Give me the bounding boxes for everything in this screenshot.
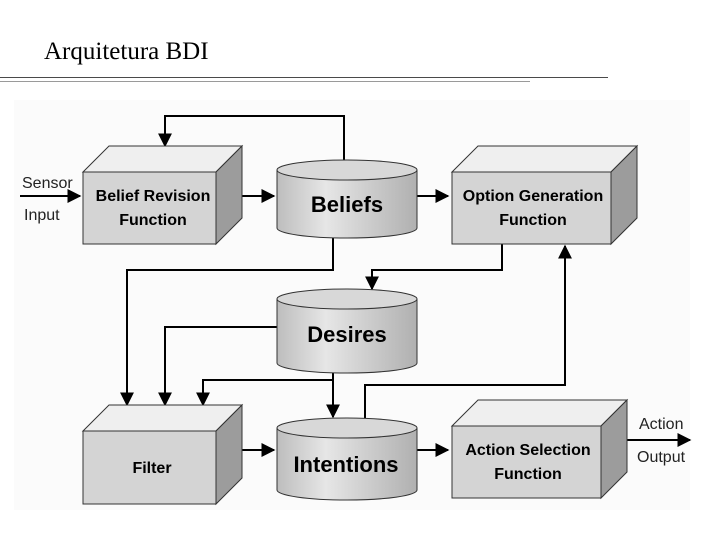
arrow-beliefs-to-filter <box>120 236 334 407</box>
filter-box: Filter <box>81 403 244 506</box>
option-generation-box: Option Generation Function <box>450 144 639 246</box>
arrow-beliefs-to-belief-revision <box>158 115 345 162</box>
arrow-option-generation-to-desires <box>365 244 503 291</box>
arrow-desires-to-filter <box>158 326 277 407</box>
arrow-intentions-to-option-generation <box>364 244 572 418</box>
desires-store: Desires <box>276 288 418 374</box>
option-generation-label-1: Option Generation <box>463 188 603 205</box>
intentions-label: Intentions <box>293 452 398 477</box>
belief-revision-label-2: Function <box>119 212 187 229</box>
intentions-store: Intentions <box>276 417 418 501</box>
action-selection-box: Action Selection Function <box>450 398 629 500</box>
slide-title: Arquitetura BDI <box>44 38 209 65</box>
filter-label: Filter <box>132 460 171 477</box>
connectors <box>20 115 692 457</box>
sensor-label: Sensor <box>22 175 73 192</box>
title-underline <box>0 77 608 78</box>
belief-revision-label-1: Belief Revision <box>96 188 211 205</box>
output-label: Output <box>637 449 686 466</box>
desires-label: Desires <box>307 322 387 347</box>
option-generation-label-2: Function <box>499 212 567 229</box>
input-label: Input <box>24 207 60 224</box>
action-selection-label-1: Action Selection <box>465 442 590 459</box>
action-selection-label-2: Function <box>494 466 562 483</box>
title-underline-secondary <box>0 81 530 82</box>
action-label: Action <box>639 416 683 433</box>
beliefs-store: Beliefs <box>276 159 418 239</box>
beliefs-label: Beliefs <box>311 192 383 217</box>
belief-revision-box: Belief Revision Function <box>81 144 244 246</box>
